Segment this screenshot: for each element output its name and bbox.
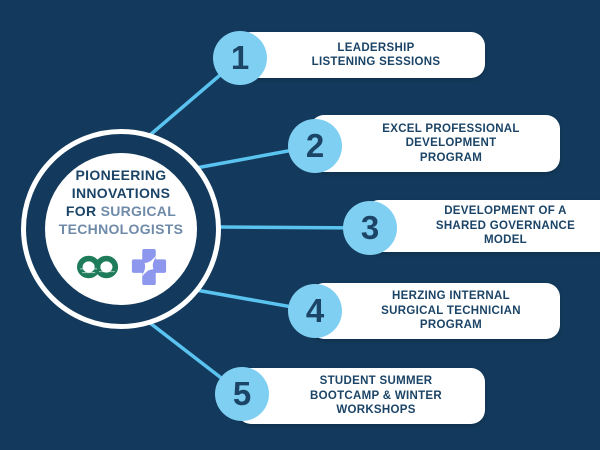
step-pill-5: STUDENT SUMMER BOOTCAMP & WINTER WORKSHO…: [237, 368, 485, 424]
step-number: 2: [305, 127, 325, 164]
hub-title-dark: PIONEERING INNOVATIONS: [71, 167, 171, 201]
hub-title-mixed-line: FOR SURGICAL: [59, 202, 183, 220]
step-bubble-1: 1: [213, 31, 267, 85]
hub-title-technologists: TECHNOLOGISTS: [58, 221, 184, 237]
hub-icons: [76, 247, 167, 292]
step-number: 4: [305, 292, 325, 329]
step-pill-2: EXCEL PROFESSIONAL DEVELOPMENT PROGRAM: [310, 115, 560, 172]
hub-circle: PIONEERING INNOVATIONS FOR SURGICAL TECH…: [21, 129, 221, 329]
hub-title-for: FOR: [65, 203, 97, 219]
step-label: HERZING INTERNAL SURGICAL TECHNICIAN PRO…: [381, 290, 521, 332]
hub-title: PIONEERING INNOVATIONS FOR SURGICAL TECH…: [59, 166, 183, 238]
step-number: 1: [230, 39, 250, 76]
step-bubble-4: 4: [288, 284, 342, 338]
step-number: 5: [232, 375, 252, 412]
hub-inner-circle: PIONEERING INNOVATIONS FOR SURGICAL TECH…: [45, 153, 197, 305]
step-pill-1: LEADERSHIP LISTENING SESSIONS: [237, 32, 485, 78]
step-bubble-5: 5: [215, 367, 269, 421]
step-label: DEVELOPMENT OF A SHARED GOVERNANCE MODEL: [435, 205, 576, 247]
step-number: 3: [360, 209, 380, 246]
step-label: STUDENT SUMMER BOOTCAMP & WINTER WORKSHO…: [309, 375, 443, 417]
step-bubble-2: 2: [288, 119, 342, 173]
cross-sparkle-icon: [131, 247, 167, 292]
step-bubble-3: 3: [343, 201, 397, 255]
infinity-rings-icon: [76, 253, 120, 286]
step-pill-4: HERZING INTERNAL SURGICAL TECHNICIAN PRO…: [310, 283, 560, 339]
step-label: EXCEL PROFESSIONAL DEVELOPMENT PROGRAM: [382, 122, 520, 164]
step-pill-3: DEVELOPMENT OF A SHARED GOVERNANCE MODEL: [365, 200, 600, 252]
step-label: LEADERSHIP LISTENING SESSIONS: [311, 41, 441, 69]
hub-title-surgical: SURGICAL: [100, 203, 177, 219]
